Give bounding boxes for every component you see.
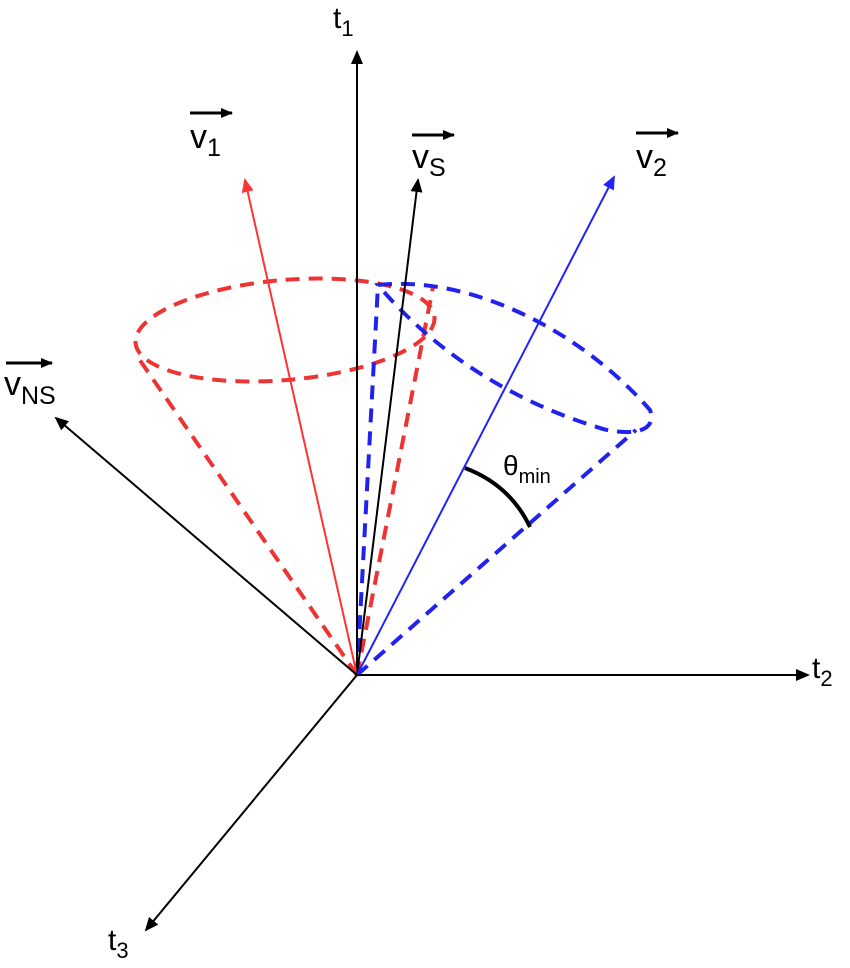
vector-vns-label: vNS <box>4 365 56 410</box>
vector-vns-sub: NS <box>21 382 56 410</box>
vector-v1-line <box>241 178 358 676</box>
vector-vs-label: vS <box>412 138 446 182</box>
vector-v1-label: v1 <box>190 118 221 162</box>
vector-v2-label: v2 <box>636 138 667 182</box>
vector-vs-sub: S <box>429 154 446 182</box>
vector-v1-base: v <box>190 118 207 156</box>
vector-v2-line <box>356 175 615 676</box>
red-cone-rim <box>133 276 437 384</box>
axis-t3-sub: 3 <box>116 938 128 963</box>
axis-t2-sub: 2 <box>820 666 832 691</box>
axis-t3-line <box>144 674 358 932</box>
vector-vns-line <box>54 416 358 676</box>
theta-min-arc <box>464 466 532 528</box>
theta-min-label: θmin <box>503 450 551 488</box>
theta-min-sub: min <box>519 466 551 488</box>
axis-t1-base: t <box>333 2 342 35</box>
vector-v1-sub: 1 <box>207 134 221 162</box>
axis-t2-base: t <box>812 652 821 685</box>
axis-t3-base: t <box>108 924 117 957</box>
blue-cone-left-edge <box>355 284 380 676</box>
vector-vs-line <box>356 178 423 676</box>
blue-cone-right-edge <box>355 428 638 677</box>
vector-vs-base: v <box>412 138 429 176</box>
red-cone-right-edge <box>355 286 435 676</box>
vector-vns-base: v <box>4 365 21 403</box>
blue-cone-rim <box>374 281 654 435</box>
red-cone-left-edge <box>135 354 359 677</box>
axis-t1-sub: 1 <box>341 16 353 41</box>
vector-v2-sub: 2 <box>653 154 667 182</box>
axis-t3-label: t3 <box>108 924 129 963</box>
axis-t2-label: t2 <box>812 652 833 691</box>
theta-min-base: θ <box>503 450 519 481</box>
axis-t1-label: t1 <box>333 2 354 41</box>
blue-cone <box>355 281 654 677</box>
vector-v2-base: v <box>636 138 653 176</box>
